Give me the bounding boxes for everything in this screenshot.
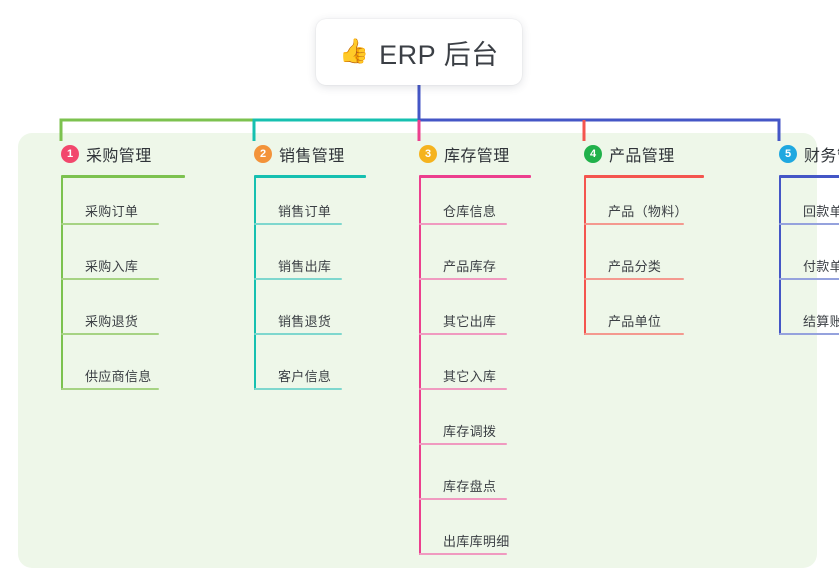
branch-item[interactable]: 其它出库 [419, 313, 507, 335]
branch-title-2: 销售管理 [279, 148, 345, 165]
branch-badge-2: 2 [254, 145, 272, 163]
branch-spine-1 [61, 177, 63, 390]
branch-item[interactable]: 出库库明细 [419, 533, 510, 555]
thumbs-up-icon: 👍 [339, 38, 370, 65]
branch-header-4[interactable]: 4 产品管理 [562, 141, 675, 167]
branch-item-rule [61, 223, 159, 225]
branch-item[interactable]: 采购订单 [61, 203, 159, 225]
branch-item-label: 出库库明细 [443, 534, 510, 549]
branch-item[interactable]: 采购入库 [61, 258, 159, 280]
root-label: ERP 后台 [379, 39, 499, 70]
branch-title-4: 产品管理 [609, 148, 675, 165]
branch-rule-5 [779, 175, 839, 178]
branch-title-3: 库存管理 [444, 148, 510, 165]
branch-header-5[interactable]: 5 财务管理 [757, 141, 839, 167]
branch-item-label: 库存调拨 [443, 424, 497, 439]
branch-item[interactable]: 其它入库 [419, 368, 507, 390]
branch-item[interactable]: 产品库存 [419, 258, 507, 280]
branch-item[interactable]: 仓库信息 [419, 203, 507, 225]
branch-column-2: 2 销售管理销售订单销售出库销售退货客户信息 [232, 141, 366, 390]
branch-item-label: 产品单位 [608, 314, 662, 329]
branch-item-rule [419, 553, 507, 555]
branch-item-label: 销售出库 [278, 259, 332, 274]
branch-item-rule [254, 333, 342, 335]
branch-item[interactable]: 销售退货 [254, 313, 342, 335]
branch-item-rule [419, 443, 507, 445]
branch-spine-4 [584, 177, 586, 335]
branch-item-rule [779, 223, 839, 225]
branch-item-rule [419, 498, 507, 500]
branch-column-3: 3 库存管理仓库信息产品库存其它出库其它入库库存调拨库存盘点出库库明细 [397, 141, 531, 555]
branch-header-1[interactable]: 1 采购管理 [39, 141, 152, 167]
branch-badge-1: 1 [61, 145, 79, 163]
branch-item-rule [779, 333, 839, 335]
branch-item[interactable]: 产品分类 [584, 258, 684, 280]
branch-item-label: 销售退货 [278, 314, 332, 329]
branch-item-rule [779, 278, 839, 280]
branch-item-label: 产品库存 [443, 259, 497, 274]
branch-item-label: 付款单 [803, 259, 839, 274]
branch-title-1: 采购管理 [86, 148, 152, 165]
branch-item[interactable]: 回款单 [779, 203, 839, 225]
branch-item-label: 采购入库 [85, 259, 139, 274]
branch-spine-5 [779, 177, 781, 335]
branches-panel [18, 133, 817, 568]
branch-rule-4 [584, 175, 704, 178]
branch-item-label: 库存盘点 [443, 479, 497, 494]
branch-badge-4: 4 [584, 145, 602, 163]
branch-item-label: 采购退货 [85, 314, 139, 329]
branch-item-label: 客户信息 [278, 369, 332, 384]
branch-badge-5: 5 [779, 145, 797, 163]
branch-item-rule [584, 223, 684, 225]
branch-item-rule [254, 388, 342, 390]
branch-item-rule [584, 278, 684, 280]
branch-item-rule [419, 388, 507, 390]
branch-item[interactable]: 库存盘点 [419, 478, 507, 500]
branch-item-label: 回款单 [803, 204, 839, 219]
branch-item-label: 仓库信息 [443, 204, 497, 219]
branch-item-label: 产品（物料） [608, 204, 688, 219]
branch-item[interactable]: 供应商信息 [61, 368, 159, 390]
branch-item-rule [419, 333, 507, 335]
branch-item[interactable]: 结算账户 [779, 313, 839, 335]
branch-rule-2 [254, 175, 366, 178]
branch-column-5: 5 财务管理回款单付款单结算账户 [757, 141, 839, 335]
branch-item-rule [254, 223, 342, 225]
branch-item[interactable]: 库存调拨 [419, 423, 507, 445]
branch-item-label: 销售订单 [278, 204, 332, 219]
branch-item[interactable]: 采购退货 [61, 313, 159, 335]
branch-item[interactable]: 付款单 [779, 258, 839, 280]
branch-title-5: 财务管理 [804, 148, 839, 165]
branch-item[interactable]: 销售订单 [254, 203, 342, 225]
branch-badge-3: 3 [419, 145, 437, 163]
branch-item-rule [419, 278, 507, 280]
branch-item-rule [419, 223, 507, 225]
branch-item-rule [584, 333, 684, 335]
branch-spine-2 [254, 177, 256, 390]
branch-item-rule [61, 333, 159, 335]
branch-item[interactable]: 产品单位 [584, 313, 684, 335]
branch-item[interactable]: 产品（物料） [584, 203, 688, 225]
branch-item-label: 其它入库 [443, 369, 497, 384]
branch-item-rule [61, 278, 159, 280]
branch-header-3[interactable]: 3 库存管理 [397, 141, 510, 167]
branch-item-rule [61, 388, 159, 390]
branch-item[interactable]: 销售出库 [254, 258, 342, 280]
branch-item[interactable]: 客户信息 [254, 368, 342, 390]
branch-item-label: 其它出库 [443, 314, 497, 329]
branch-spine-3 [419, 177, 421, 555]
branch-column-1: 1 采购管理采购订单采购入库采购退货供应商信息 [39, 141, 185, 390]
branch-item-rule [254, 278, 342, 280]
branch-rule-1 [61, 175, 185, 178]
branch-item-label: 采购订单 [85, 204, 139, 219]
branch-item-label: 产品分类 [608, 259, 662, 274]
branch-column-4: 4 产品管理产品（物料） 产品分类产品单位 [562, 141, 704, 335]
branch-item-label: 供应商信息 [85, 369, 152, 384]
root-node[interactable]: 👍 ERP 后台 [316, 19, 522, 85]
branch-header-2[interactable]: 2 销售管理 [232, 141, 345, 167]
branch-item-label: 结算账户 [803, 314, 839, 329]
branch-rule-3 [419, 175, 531, 178]
